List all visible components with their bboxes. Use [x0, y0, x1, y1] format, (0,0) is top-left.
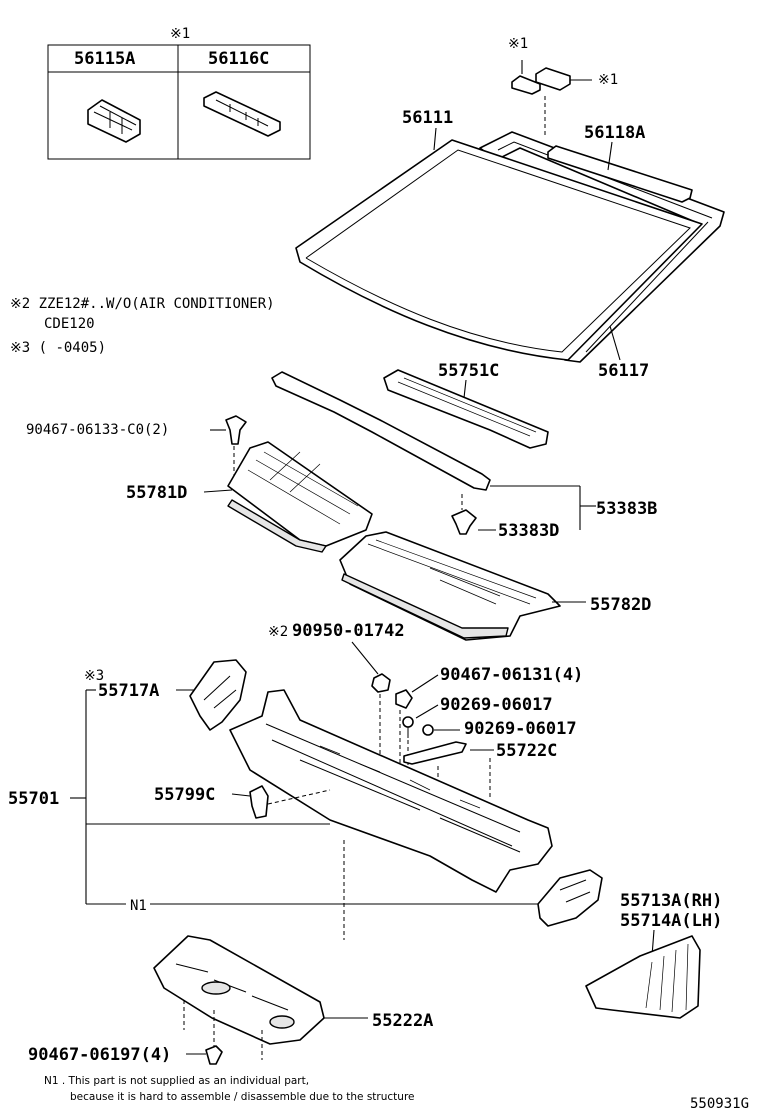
cowl-55751C-drawing [383, 369, 549, 449]
label-56111: 56111 [402, 108, 453, 128]
label-90467-06197: 90467-06197(4) [28, 1045, 171, 1065]
label-55799C: 55799C [154, 785, 215, 805]
pad-55799C-drawing [249, 785, 269, 819]
molding-56118A-drawing [547, 145, 693, 203]
table-col1-header: 56115A [74, 49, 135, 69]
label-55781D: 55781D [126, 483, 187, 503]
label-55713A: 55713A(RH) [620, 891, 722, 911]
clip-53383D-drawing [451, 509, 477, 535]
label-90467-06131: 90467-06131(4) [440, 665, 583, 685]
label-55722C: 55722C [496, 741, 557, 761]
label-N1: N1 [130, 898, 147, 914]
label-90269-06017-b: 90269-06017 [464, 719, 577, 739]
label-55717A: 55717A [98, 681, 159, 701]
mark1-side: ※1 [598, 72, 618, 88]
clip-90467-06131-drawing [395, 689, 413, 709]
table-mark: ※1 [170, 26, 190, 42]
louver-55781D-drawing [227, 441, 373, 553]
variant-table: ※1 56115A 56116C [47, 26, 311, 160]
louver-55782D-drawing [339, 531, 561, 641]
windshield-56111-drawing [295, 139, 703, 361]
clip-90467-06197-drawing [205, 1045, 223, 1065]
note-3: ※3 ( -0405) [10, 340, 106, 356]
label-90269-06017-a: 90269-06017 [440, 695, 553, 715]
bracket-55717A-drawing [189, 659, 247, 731]
label-55782D: 55782D [590, 595, 651, 615]
label-90950-mark: ※2 [268, 624, 288, 640]
clip-56116C-drawing [203, 91, 281, 137]
note-2-line1: ※2 ZZE12#..W/O(AIR CONDITIONER) [10, 296, 275, 312]
clip-56115A-drawing [87, 99, 141, 143]
label-56118A: 56118A [584, 123, 645, 143]
seal-53383B-drawing [271, 371, 491, 491]
grommet-90950-drawing [371, 673, 391, 693]
panel-55222A-drawing [153, 935, 325, 1045]
label-53383D: 53383D [498, 521, 559, 541]
label-55751C: 55751C [438, 361, 499, 381]
label-56117: 56117 [598, 361, 649, 381]
cowl-panel-55701-drawing [229, 689, 553, 893]
bracket-N1-drawing [537, 869, 603, 927]
footnote-line1: N1 . This part is not supplied as an ind… [44, 1075, 309, 1087]
screw-90269-a-drawing [402, 716, 414, 738]
mark1-top: ※1 [508, 36, 528, 52]
label-90950-01742: 90950-01742 [292, 621, 405, 641]
side-panel-55713A-drawing [585, 935, 701, 1019]
label-55714A: 55714A(LH) [620, 911, 722, 931]
small-clips-drawing [511, 60, 592, 138]
label-55717A-mark: ※3 [84, 668, 104, 684]
label-53383B: 53383B [596, 499, 657, 519]
figure-code: 550931G [690, 1096, 749, 1112]
bracket-55722C-drawing [403, 741, 467, 765]
label-90467-06133: 90467-06133-C0(2) [26, 422, 169, 438]
footnote-line2: because it is hard to assemble / disasse… [70, 1091, 415, 1103]
label-55222A: 55222A [372, 1011, 433, 1031]
screw-90269-b-drawing [422, 724, 434, 736]
table-col2-header: 56116C [208, 49, 269, 69]
note-2-line2: CDE120 [44, 316, 95, 332]
clip-90467-06133-drawing [225, 415, 247, 445]
label-55701: 55701 [8, 789, 59, 809]
